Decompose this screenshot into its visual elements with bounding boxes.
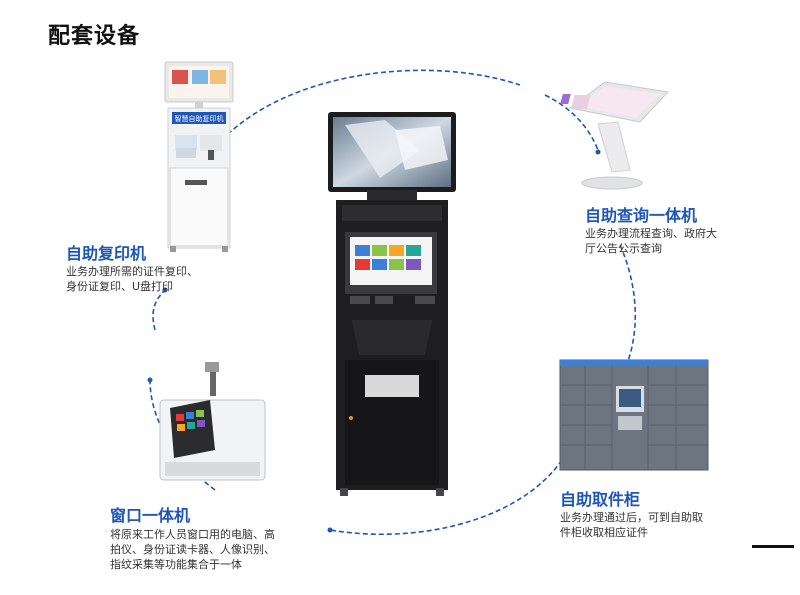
central-kiosk: [328, 112, 456, 496]
window-desc-line: 拍仪、身份证读卡器、人像识别、: [110, 543, 275, 556]
copier-desc: 业务办理所需的证件复印、 身份证复印、U盘打印: [66, 264, 198, 294]
copier-device: 智慧自助复印机: [164, 61, 234, 252]
window-device: [159, 362, 266, 481]
copier-desc-line: 身份证复印、U盘打印: [66, 280, 174, 293]
svg-text:智慧自助复印机: 智慧自助复印机: [175, 114, 224, 123]
copier-desc-line: 业务办理所需的证件复印、: [66, 265, 198, 278]
locker-desc: 业务办理通过后，可到自助取 件柜收取相应证件: [560, 510, 703, 540]
locker-desc-line: 业务办理通过后，可到自助取: [560, 511, 703, 524]
window-title: 窗口一体机: [110, 506, 191, 525]
query-desc-line: 厅公告公示查询: [585, 242, 662, 255]
window-desc-line: 将原来工作人员窗口用的电脑、高: [110, 528, 275, 541]
page-title: 配套设备: [48, 24, 141, 49]
window-desc-line: 指纹采集等功能集合于一体: [110, 558, 242, 571]
locker-device: [559, 359, 709, 471]
window-desc: 将原来工作人员窗口用的电脑、高 拍仪、身份证读卡器、人像识别、 指纹采集等功能集…: [110, 527, 275, 572]
query-desc: 业务办理流程查询、政府大 厅公告公示查询: [585, 226, 717, 256]
copier-title: 自助复印机: [66, 244, 147, 263]
locker-desc-line: 件柜收取相应证件: [560, 526, 648, 539]
query-device: [560, 81, 670, 190]
locker-title: 自助取件柜: [560, 490, 641, 509]
query-title: 自助查询一体机: [585, 206, 698, 225]
query-desc-line: 业务办理流程查询、政府大: [585, 227, 717, 240]
decorative-bar: [752, 545, 794, 548]
